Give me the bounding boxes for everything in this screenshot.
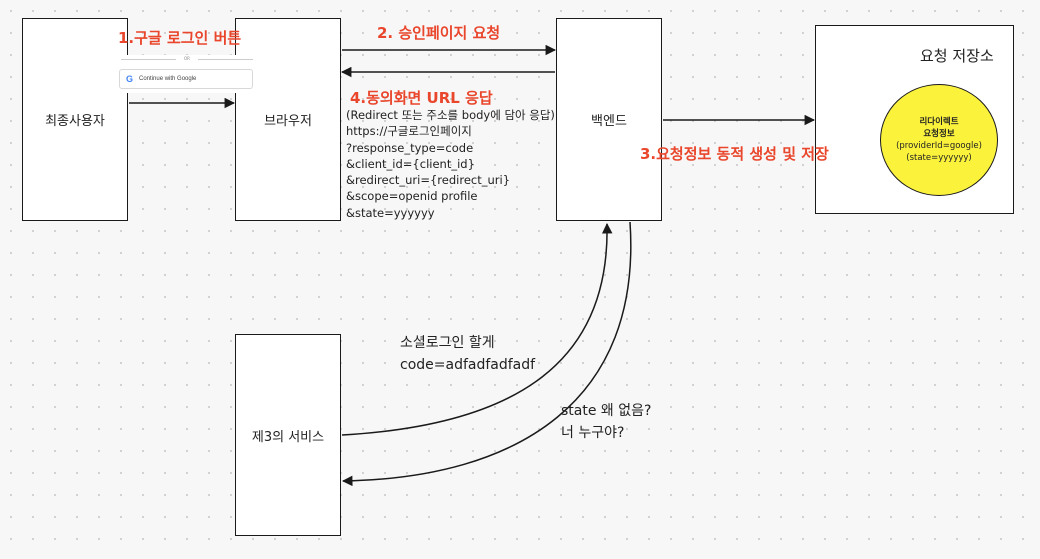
auth-url-line: (Redirect 또는 주소를 body에 담아 응답) (346, 108, 555, 122)
auth-url-line: https://구글로그인페이지 (346, 124, 472, 139)
state-missing-line-1: state 왜 없음? (561, 403, 652, 419)
third-party-label: 제3의 서비스 (251, 429, 325, 445)
social-login-line-1: 소셜로그인 할게 (400, 335, 495, 351)
social-login-note: 소셜로그인 할게 code=adfadfadfadf (400, 332, 535, 376)
third-party-node: 제3의 서비스 (235, 334, 341, 536)
state-missing-note: state 왜 없음? 너 누구야? (561, 400, 651, 444)
record-line-2: 요청정보 (923, 129, 955, 139)
end-user-node: 최종사용자 (22, 18, 128, 221)
auth-url-line: &redirect_uri={redirect_uri} (346, 173, 511, 188)
state-missing-line-2: 너 누구야? (561, 425, 625, 441)
record-line-1: 리다이렉트 (919, 117, 959, 127)
auth-url-line: &client_id={client_id} (346, 156, 475, 171)
auth-url-line: &scope=openid profile (346, 189, 478, 204)
redirect-request-record: 리다이렉트 요청정보 (providerId=google) (state=yy… (880, 84, 998, 196)
or-divider: OR (117, 55, 257, 63)
backend-node: 백엔드 (556, 18, 662, 221)
end-user-label: 최종사용자 (45, 114, 105, 129)
record-line-4: (state=yyyyyy) (906, 153, 972, 163)
backend-label: 백엔드 (591, 114, 627, 129)
arrow-backend-to-thirdparty (341, 221, 632, 487)
auth-url-line: ?response_type=code (346, 140, 474, 155)
social-login-line-2: code=adfadfadfadf (400, 357, 536, 373)
storage-title: 요청 저장소 (920, 47, 994, 65)
browser-node: 브라우저 (235, 18, 341, 221)
record-line-3: (providerId=google) (896, 141, 982, 151)
step3-label: 3.요청정보 동적 생성 및 저장 (640, 145, 829, 163)
step2-label: 2. 승인페이지 요청 (377, 24, 501, 42)
google-signin-card: OR G Continue with Google (117, 55, 257, 93)
step1-label: 1.구글 로그인 버튼 (118, 29, 242, 47)
arrow-thirdparty-to-backend (341, 222, 613, 436)
auth-url-line: &state=yyyyyy (346, 205, 435, 220)
continue-with-google-label: Continue with Google (139, 76, 197, 82)
google-logo-icon: G (126, 74, 134, 84)
step4-label: 4.동의화면 URL 응답 (350, 89, 493, 107)
browser-label: 브라우저 (264, 114, 312, 129)
auth-url-details: (Redirect 또는 주소를 body에 담아 응답) https://구글… (346, 107, 555, 221)
continue-with-google-button[interactable]: G Continue with Google (119, 69, 253, 89)
